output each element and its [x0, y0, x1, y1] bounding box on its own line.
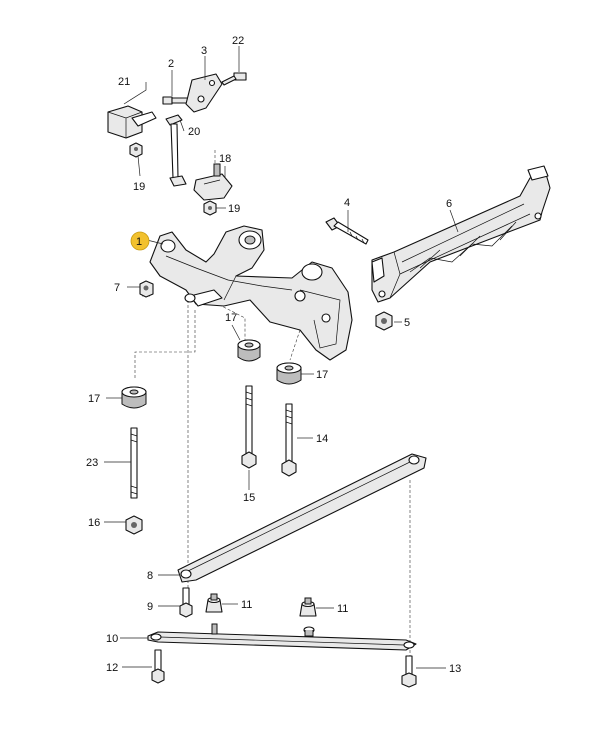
callout-3[interactable]: 3	[201, 45, 207, 57]
callout-23[interactable]: 23	[86, 457, 98, 469]
callout-21[interactable]: 21	[118, 76, 130, 88]
callout-12[interactable]: 12	[106, 662, 118, 674]
crossmember-6[interactable]	[371, 165, 551, 303]
bracket-3[interactable]	[185, 73, 223, 113]
callout-9[interactable]: 9	[147, 601, 153, 613]
bar-10[interactable]	[147, 623, 417, 651]
stud-14[interactable]	[281, 403, 297, 477]
nut-19-upper[interactable]	[129, 142, 143, 158]
callout-13[interactable]: 13	[449, 663, 461, 675]
callout-11-right[interactable]: 11	[337, 603, 348, 615]
nut-19-lower[interactable]	[203, 200, 217, 216]
nut-11-left[interactable]	[205, 593, 223, 613]
bolt-9[interactable]	[179, 587, 193, 618]
bolt-2[interactable]	[162, 96, 189, 105]
stud-23[interactable]	[130, 427, 138, 499]
callout-17-center[interactable]: 17	[225, 312, 237, 324]
callout-15[interactable]: 15	[243, 492, 255, 504]
callout-6[interactable]: 6	[446, 198, 452, 210]
callout-18[interactable]: 18	[219, 153, 231, 165]
nut-5[interactable]	[375, 311, 393, 331]
callout-17-left[interactable]: 17	[88, 393, 100, 405]
bracket-21[interactable]	[107, 105, 157, 139]
link-rod-20[interactable]	[165, 114, 187, 187]
callout-16[interactable]: 16	[88, 517, 100, 529]
callout-4[interactable]: 4	[344, 197, 350, 209]
callout-5[interactable]: 5	[404, 317, 410, 329]
callout-7[interactable]: 7	[114, 282, 120, 294]
callout-8[interactable]: 8	[147, 570, 153, 582]
leader-lines	[104, 46, 459, 669]
bolt-13[interactable]	[401, 655, 417, 688]
callout-14[interactable]: 14	[316, 433, 328, 445]
callout-22[interactable]: 22	[232, 35, 244, 47]
callout-11-left[interactable]: 11	[241, 599, 252, 611]
assembly-lines	[134, 150, 411, 660]
callout-1[interactable]: 1	[136, 236, 142, 248]
stud-15[interactable]	[241, 385, 257, 469]
highlight-marker	[130, 231, 150, 251]
bolt-12[interactable]	[151, 649, 165, 684]
nut-16[interactable]	[125, 515, 143, 535]
control-arm-1[interactable]	[149, 225, 353, 361]
callout-19-lower[interactable]: 19	[228, 203, 240, 215]
mount-17-left[interactable]	[121, 386, 147, 409]
bolt-22[interactable]	[221, 72, 247, 86]
callout-20[interactable]: 20	[188, 126, 200, 138]
callout-19-upper[interactable]: 19	[133, 181, 145, 193]
callout-2[interactable]: 2	[168, 58, 174, 70]
nut-7[interactable]	[139, 280, 154, 298]
mount-17-center[interactable]	[237, 339, 261, 362]
lever-18[interactable]	[193, 163, 233, 201]
brace-8[interactable]	[177, 453, 427, 583]
callout-17-right[interactable]: 17	[316, 369, 328, 381]
nut-11-right[interactable]	[299, 597, 317, 617]
mount-17-right[interactable]	[276, 362, 302, 385]
bolt-4[interactable]	[325, 217, 369, 245]
callout-10[interactable]: 10	[106, 633, 118, 645]
callouts: 1 2 3 4 5 6 7 8 9 10 11 11 12 13 14 15 1…	[86, 35, 461, 675]
